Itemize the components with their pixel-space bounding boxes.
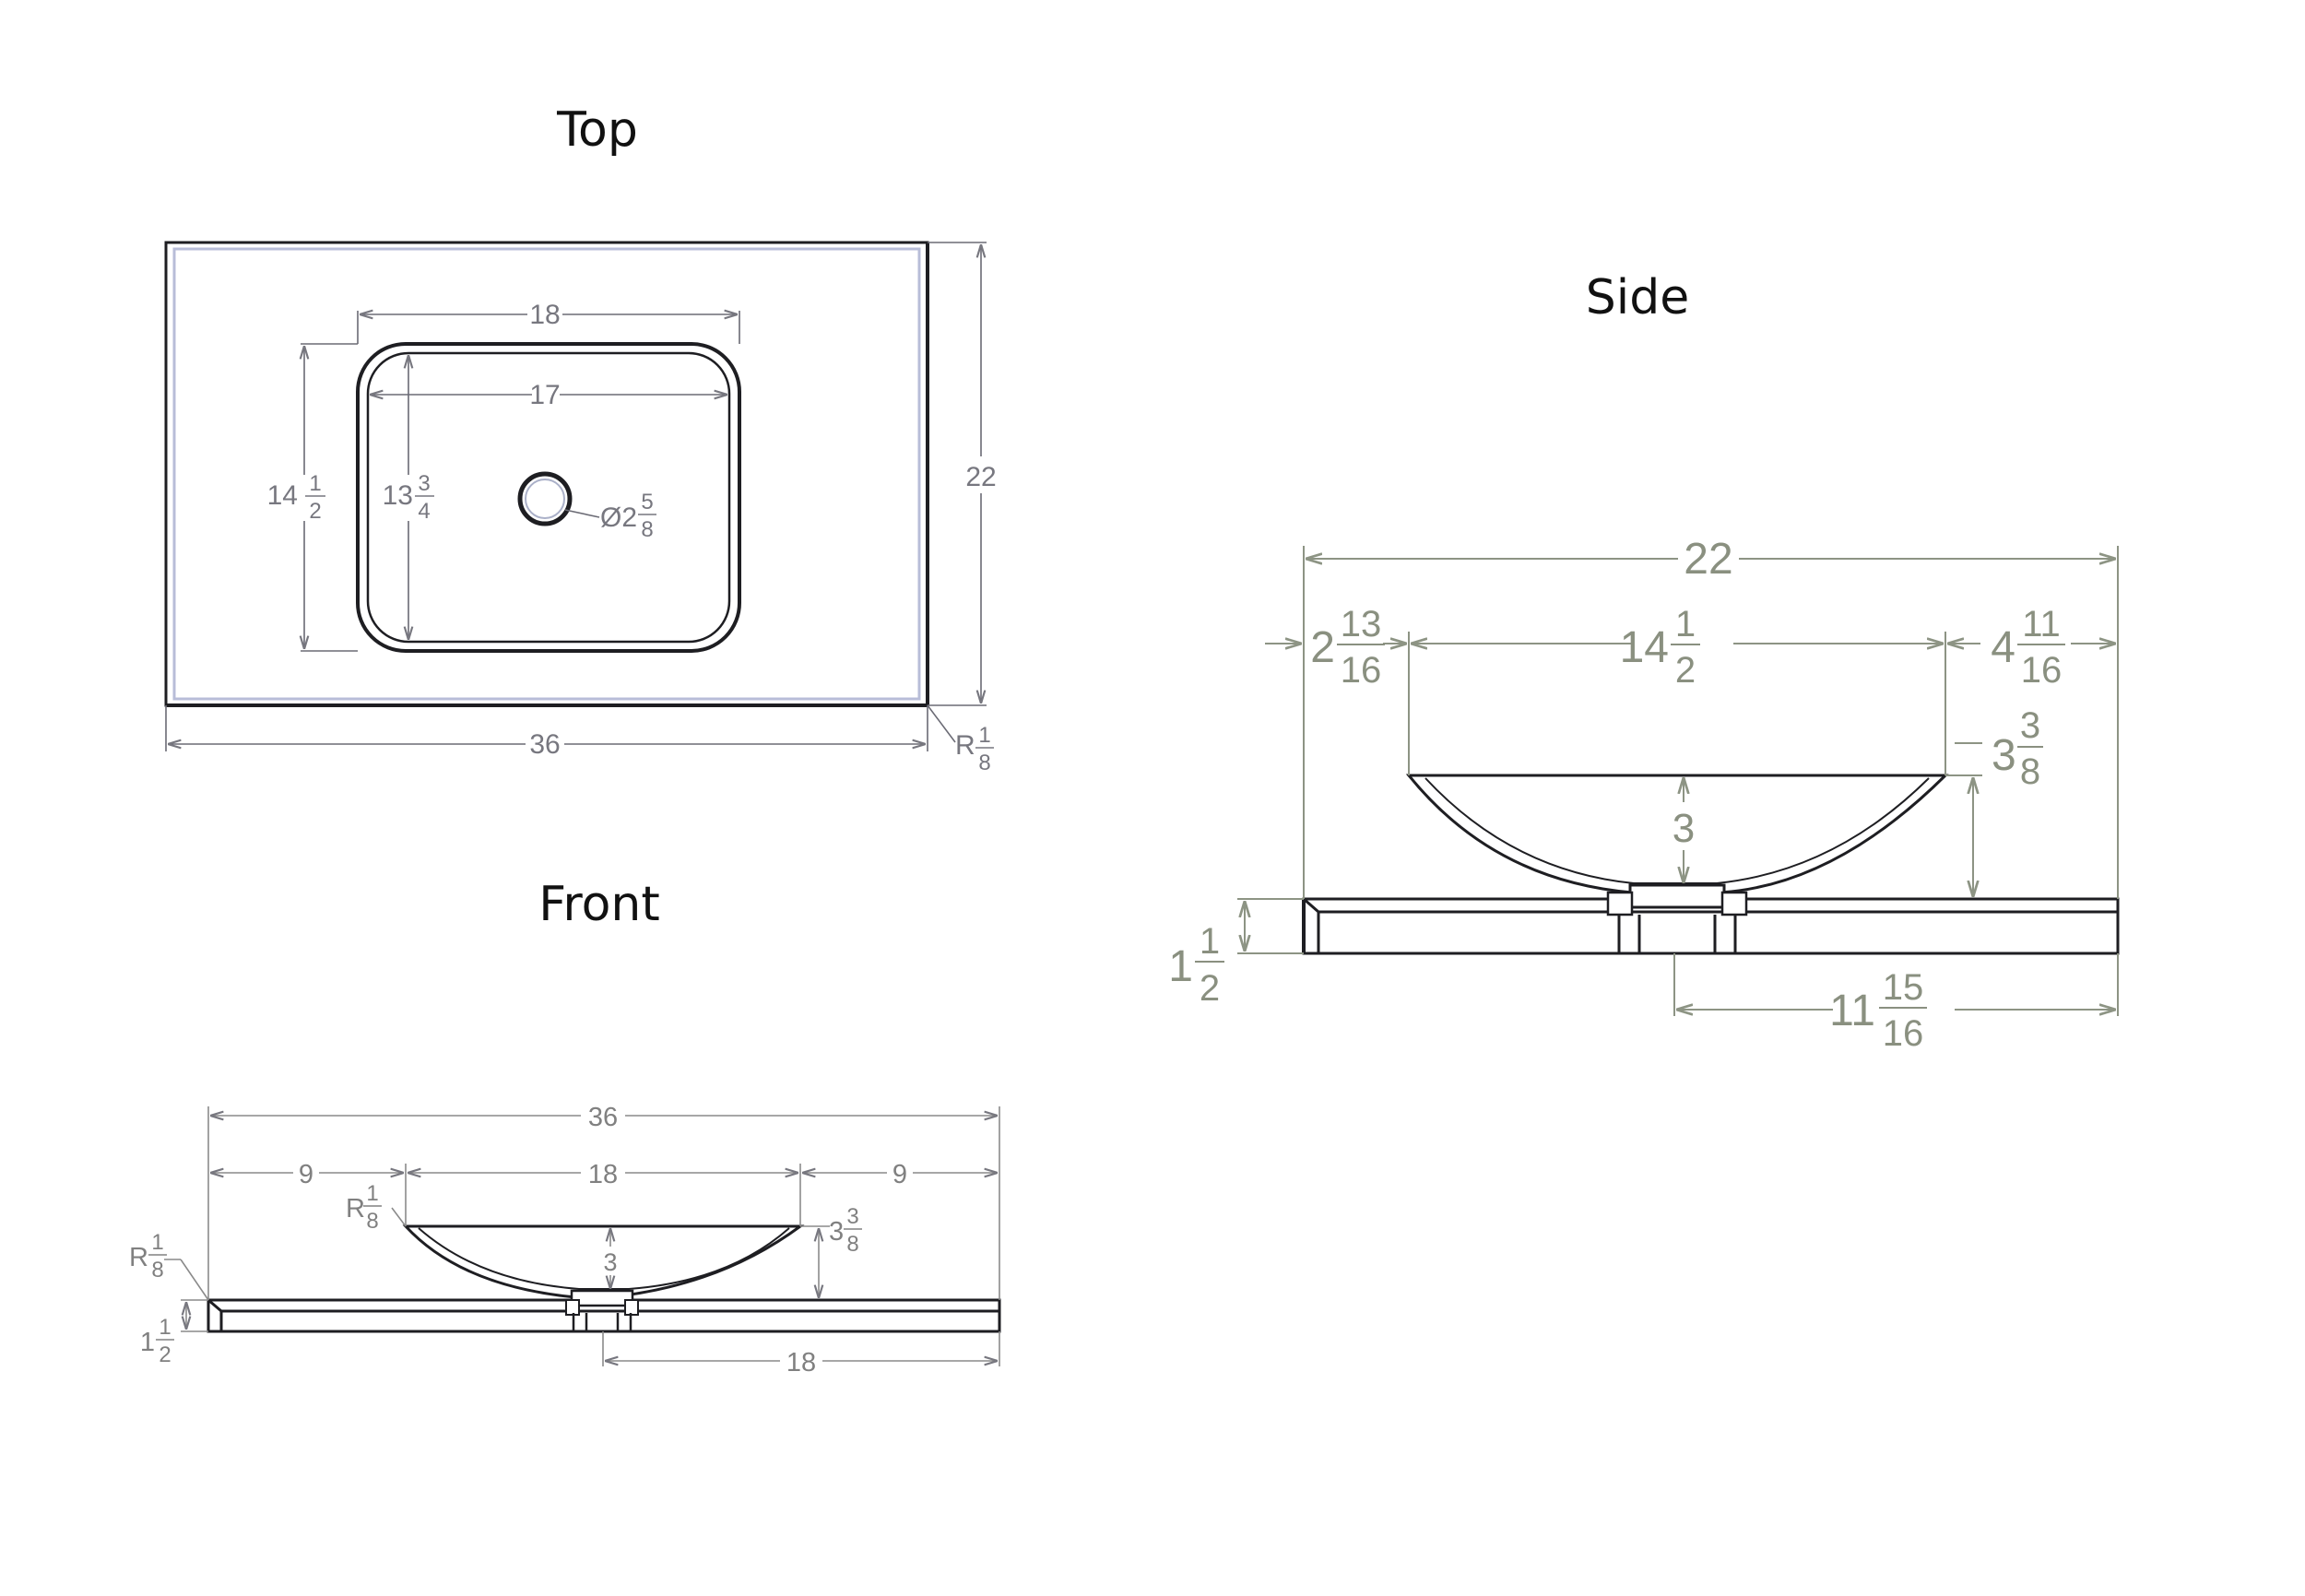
svg-text:15: 15 <box>1883 967 1924 1008</box>
side-drain-fitting <box>1628 883 1726 909</box>
svg-text:1: 1 <box>159 1315 171 1340</box>
side-dim-drain-offset: 11 15 16 <box>1829 967 1927 1054</box>
front-dim-rim-radius: R 1 8 <box>346 1181 382 1234</box>
top-dim-bowl-inner-depth: 13 3 4 <box>383 471 434 524</box>
svg-text:1: 1 <box>1200 921 1220 962</box>
svg-text:3: 3 <box>2020 705 2040 746</box>
svg-text:16: 16 <box>2021 650 2063 691</box>
svg-text:8: 8 <box>978 751 990 775</box>
front-dim-bowl-height: 3 3 8 <box>829 1204 862 1257</box>
side-dim-front-offset: 2 13 16 <box>1310 604 1385 691</box>
svg-text:4: 4 <box>418 499 430 524</box>
svg-text:8: 8 <box>151 1258 163 1283</box>
svg-text:1: 1 <box>978 723 990 748</box>
svg-text:R: R <box>955 730 975 761</box>
svg-text:2: 2 <box>1200 968 1220 1009</box>
svg-text:5: 5 <box>641 490 653 514</box>
svg-text:1: 1 <box>366 1181 378 1206</box>
side-dim-back-offset: 4 11 16 <box>1991 604 2065 691</box>
svg-text:13: 13 <box>383 480 413 511</box>
top-slab-inner-edge <box>172 247 921 701</box>
side-dim-slab-thickness: 1 1 2 <box>1168 921 1224 1009</box>
svg-text:11: 11 <box>2022 604 2061 644</box>
top-basin-outer <box>356 342 741 653</box>
svg-text:2: 2 <box>1310 623 1335 672</box>
svg-text:3: 3 <box>829 1217 844 1247</box>
svg-text:2: 2 <box>309 499 321 524</box>
side-view: Side 22 14 1 2 <box>1168 270 2120 1054</box>
front-dim-overall-width: 36 <box>588 1103 618 1132</box>
top-dim-overall-depth: 22 <box>965 462 996 492</box>
front-drain-fitting <box>570 1289 634 1307</box>
svg-text:8: 8 <box>641 517 653 542</box>
svg-text:3: 3 <box>1992 731 2016 780</box>
front-view: Front 36 9 18 9 <box>129 877 1001 1377</box>
svg-text:14: 14 <box>1620 623 1669 672</box>
side-view-title: Side <box>1586 270 1689 325</box>
svg-text:16: 16 <box>1883 1013 1924 1054</box>
top-dim-bowl-inner-width: 17 <box>529 380 560 410</box>
svg-text:8: 8 <box>2020 751 2040 792</box>
svg-text:R: R <box>346 1194 365 1224</box>
svg-text:1: 1 <box>309 471 321 496</box>
svg-text:1: 1 <box>140 1328 155 1357</box>
front-dim-edge-radius: R 1 8 <box>129 1230 167 1283</box>
front-dim-drain-offset: 18 <box>786 1348 816 1377</box>
side-dim-overall-depth: 22 <box>1684 535 1732 584</box>
svg-text:4: 4 <box>1991 623 2015 672</box>
front-dim-right-offset: 9 <box>892 1160 907 1189</box>
top-drain-hole <box>517 471 573 526</box>
top-dim-bowl-outer-width: 18 <box>529 300 560 330</box>
front-dim-bowl-depth: 3 <box>603 1248 617 1276</box>
svg-text:3: 3 <box>846 1204 858 1229</box>
front-view-title: Front <box>538 877 660 932</box>
svg-text:1: 1 <box>151 1230 163 1255</box>
top-dim-bowl-outer-depth: 14 1 2 <box>267 471 325 524</box>
side-dim-bowl-height: 3 3 8 <box>1992 705 2043 792</box>
side-dim-bowl-depth: 3 <box>1673 806 1695 851</box>
front-dim-left-offset: 9 <box>299 1160 313 1189</box>
top-basin-inner <box>366 351 731 644</box>
side-dim-bowl-width: 14 1 2 <box>1620 604 1700 691</box>
svg-text:1: 1 <box>1675 604 1696 644</box>
svg-text:2: 2 <box>159 1342 171 1367</box>
svg-text:11: 11 <box>1829 987 1875 1035</box>
svg-text:8: 8 <box>366 1209 378 1234</box>
svg-text:3: 3 <box>418 471 430 496</box>
top-dim-drain-diameter: Ø2 5 8 <box>600 490 656 542</box>
top-dim-corner-radius: R 1 8 <box>955 723 994 775</box>
top-dim-overall-width: 36 <box>529 729 560 760</box>
svg-text:13: 13 <box>1341 604 1382 644</box>
svg-text:8: 8 <box>846 1232 858 1257</box>
front-dim-slab-thickness: 1 1 2 <box>140 1315 174 1367</box>
front-dim-bowl-width: 18 <box>588 1160 618 1189</box>
svg-text:2: 2 <box>1675 650 1696 691</box>
svg-text:Ø2: Ø2 <box>600 502 637 533</box>
top-view-title: Top <box>556 102 638 158</box>
svg-text:14: 14 <box>267 480 298 511</box>
svg-text:16: 16 <box>1341 650 1382 691</box>
svg-text:1: 1 <box>1168 942 1193 991</box>
top-view: Top 18 17 14 1 2 <box>164 102 997 775</box>
svg-text:R: R <box>129 1243 148 1272</box>
